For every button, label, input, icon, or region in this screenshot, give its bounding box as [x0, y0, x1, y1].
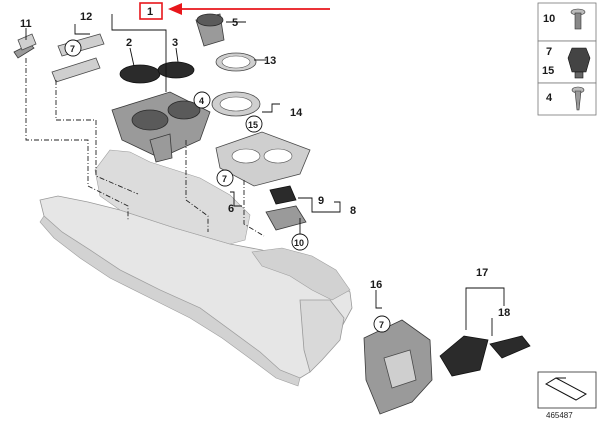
highlight-part-1: 1: [139, 2, 330, 20]
screw-4-icon: [571, 86, 585, 111]
part-6-trim-frame: [215, 131, 311, 187]
fastener-panel-row-3: [537, 82, 597, 116]
reference-box: 465487: [537, 371, 597, 420]
part-9-button-cover: [269, 185, 297, 205]
part-5-cup-insert: [195, 13, 225, 47]
leader-lines: [25, 14, 505, 336]
part-13-trim-ring: [215, 52, 257, 72]
callout-5: 5: [232, 17, 238, 29]
callout-6: 6: [228, 203, 234, 215]
part-17-rear-cover: [439, 335, 489, 377]
part-18-insert: [489, 335, 531, 359]
callout-2: 2: [126, 37, 132, 49]
callout-14: 14: [290, 107, 303, 119]
callout-9: 9: [318, 195, 324, 207]
callout-18: 18: [498, 307, 510, 319]
diagram-number: 465487: [546, 411, 573, 420]
callout-17: 17: [476, 267, 488, 279]
callout-4-circled: 4: [199, 96, 204, 106]
fastener-panel: 10 7 15 4: [537, 2, 597, 116]
callout-1: 1: [147, 6, 153, 18]
fastener-label-4: 4: [546, 92, 553, 104]
part-8-switch-tray: [265, 205, 307, 231]
clip-7-15-icon: [567, 47, 591, 79]
fastener-label-10: 10: [543, 13, 555, 25]
fastener-label-7: 7: [546, 46, 552, 58]
center-console: [39, 149, 353, 387]
part-16-rear-panel: [363, 319, 433, 415]
part-11-trim-strip: [13, 33, 37, 59]
callout-15-circled: 15: [248, 120, 258, 130]
fastener-panel-row-1: [537, 2, 597, 42]
callout-7-circled-b: 7: [222, 174, 227, 184]
callout-3: 3: [172, 37, 178, 49]
callout-10-circled: 10: [294, 238, 304, 248]
callout-7-circled-a: 7: [70, 44, 75, 54]
callout-13: 13: [264, 55, 276, 67]
part-1-cupholder-tray: [111, 91, 211, 163]
fastener-label-15: 15: [542, 65, 554, 77]
part-2-3-rubber-mats: [119, 61, 195, 84]
callout-11: 11: [20, 18, 32, 30]
highlight-arrowhead: [168, 3, 182, 15]
callout-12: 12: [80, 11, 92, 23]
callout-labels: 11 12 2 3 5 13 14 6 9 8 16 17 18 7 4 15 …: [20, 11, 510, 333]
callout-8: 8: [350, 205, 356, 217]
part-14-trim-ring: [211, 91, 261, 117]
screw-10-icon: [570, 8, 586, 30]
callout-7-circled-c: 7: [379, 320, 384, 330]
callout-16: 16: [370, 279, 382, 291]
